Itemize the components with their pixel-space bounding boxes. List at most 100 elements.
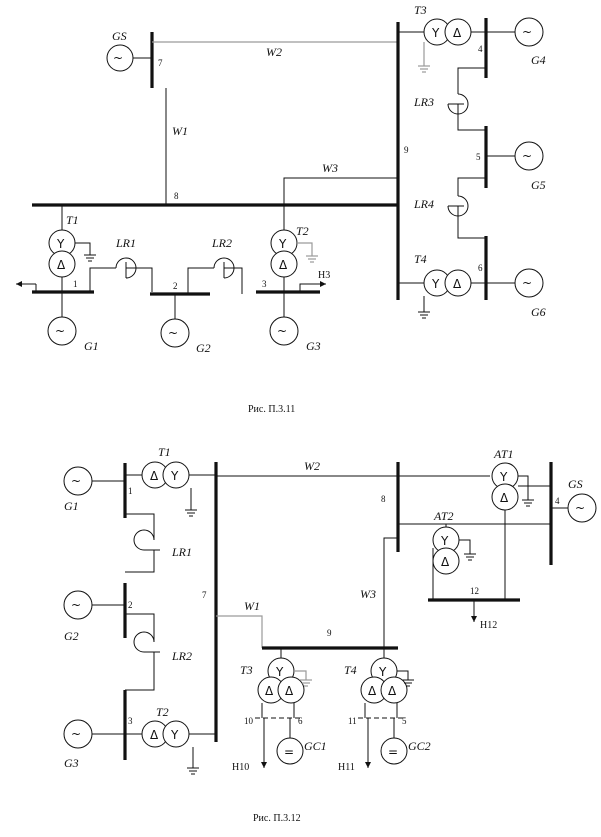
- generator-gs-label: GS: [568, 477, 583, 491]
- transformer-t4-label: T4: [414, 252, 427, 266]
- bus-11-label: 11: [348, 716, 357, 726]
- figure-2-caption: Рис. П.3.12: [253, 813, 301, 824]
- delta-icon: Δ: [453, 26, 462, 40]
- bus-7-label: 7: [158, 58, 163, 68]
- line-w1: [216, 615, 263, 648]
- generator-gs-icon: ~: [575, 501, 585, 515]
- compensator-gc2-label: GC2: [408, 739, 431, 753]
- generator-g4: ~ G4: [486, 17, 546, 67]
- delta-icon: Δ: [453, 277, 462, 291]
- bus-6-label: 6: [478, 263, 483, 273]
- delta-icon: Δ: [265, 684, 274, 698]
- transformer-t2: Y Δ T2: [270, 205, 318, 292]
- generator-g6-label: G6: [531, 305, 546, 319]
- delta-icon: Δ: [500, 491, 509, 505]
- transformer-t2-label: T2: [156, 705, 169, 719]
- generator-g4-icon: ~: [522, 25, 532, 39]
- autotransformer-at2: Y Δ AT2: [398, 509, 551, 600]
- compensator-icon: =: [388, 745, 398, 759]
- autotransformer-at1: Y Δ AT1: [398, 447, 551, 600]
- transformer-t1-label: T1: [158, 445, 171, 459]
- generator-g3: ~ G3: [269, 292, 321, 353]
- line-w3: [383, 537, 398, 648]
- generator-g5-label: G5: [531, 178, 546, 192]
- reactor-lr4-label: LR4: [413, 197, 434, 211]
- load-h10-label: Н10: [232, 762, 249, 773]
- delta-icon: Δ: [150, 728, 159, 742]
- figure-1-caption: Рис. П.3.11: [248, 404, 295, 415]
- delta-icon: Δ: [279, 258, 288, 272]
- bus-12-label: 12: [470, 586, 479, 596]
- load-h11-label: Н11: [338, 762, 355, 773]
- transformer-t4: Y Δ Δ T4 11 5 Н11 = GC2: [338, 648, 431, 773]
- wye-icon: Y: [56, 237, 65, 251]
- wye-icon: Y: [278, 237, 287, 251]
- bus-6-label: 6: [298, 716, 303, 726]
- figure-2: 1 ~ G1 Δ Y T1 7 W2 8 LR1 2 ~: [63, 445, 597, 824]
- generator-g1-label: G1: [84, 339, 99, 353]
- generator-g3: ~ G3: [63, 719, 125, 770]
- generator-gs-label: GS: [112, 29, 127, 43]
- generator-g2-icon: ~: [71, 598, 81, 612]
- line-w2-label: W2: [304, 459, 320, 473]
- bus-8-label: 8: [381, 494, 386, 504]
- transformer-t3-label: T3: [240, 663, 253, 677]
- wye-icon: Y: [499, 470, 508, 484]
- reactor-lr2: LR2: [187, 236, 243, 294]
- transformer-t1: Δ Y T1: [125, 445, 216, 517]
- bus-9-label: 9: [327, 628, 332, 638]
- transformer-t1: Y Δ T1: [48, 205, 96, 292]
- bus-4-label: 4: [478, 44, 483, 54]
- transformer-t1-label: T1: [66, 213, 79, 227]
- delta-icon: Δ: [441, 555, 450, 569]
- generator-g2-label: G2: [196, 341, 211, 355]
- wye-icon: Y: [170, 728, 179, 742]
- bus-4-label: 4: [555, 496, 560, 506]
- wye-icon: Y: [275, 665, 284, 679]
- delta-icon: Δ: [368, 684, 377, 698]
- reactor-lr3: LR3: [413, 67, 486, 131]
- reactor-lr1: LR1: [89, 236, 153, 292]
- bus-8-label: 8: [174, 191, 179, 201]
- line-w1-label: W1: [244, 599, 260, 613]
- bus-9-label: 9: [404, 145, 409, 155]
- wye-icon: Y: [431, 26, 440, 40]
- reactor-lr1-label: LR1: [115, 236, 136, 250]
- generator-g3-label: G3: [306, 339, 321, 353]
- wye-icon: Y: [378, 665, 387, 679]
- wye-icon: Y: [170, 469, 179, 483]
- bus-10-label: 10: [244, 716, 254, 726]
- transformer-t3: Y Δ T3: [398, 3, 486, 73]
- generator-g5-icon: ~: [522, 149, 532, 163]
- bus-2-label: 2: [173, 281, 178, 291]
- delta-icon: Δ: [285, 684, 294, 698]
- generator-g1: ~ G1: [47, 292, 99, 353]
- bus-3-label: 3: [262, 279, 267, 289]
- reactor-lr1: LR1: [125, 513, 192, 573]
- generator-g2: ~ G2: [160, 294, 211, 355]
- bus-1-label: 1: [128, 486, 133, 496]
- wye-icon: Y: [431, 277, 440, 291]
- delta-icon: Δ: [388, 684, 397, 698]
- reactor-lr4: LR4: [413, 177, 486, 239]
- generator-g2: ~ G2: [63, 590, 125, 643]
- load-arrow-h3: [299, 281, 326, 292]
- generator-g1-icon: ~: [71, 474, 81, 488]
- reactor-lr2-label: LR2: [211, 236, 232, 250]
- transformer-t3: Y Δ Δ T3 10 6 Н10 = GC1: [232, 648, 327, 773]
- transformer-t2: Δ Y T2: [125, 705, 216, 775]
- reactor-lr2: LR2: [125, 613, 192, 691]
- transformer-t4: Y Δ T4: [398, 252, 486, 319]
- line-w3: [283, 177, 398, 205]
- compensator-icon: =: [284, 745, 294, 759]
- transformer-t3-label: T3: [414, 3, 427, 17]
- bus-5-label: 5: [402, 716, 407, 726]
- generator-g3-icon: ~: [71, 727, 81, 741]
- compensator-gc1-label: GC1: [304, 739, 327, 753]
- line-w2-label: W2: [266, 45, 282, 59]
- reactor-lr3-label: LR3: [413, 95, 434, 109]
- load-h12-label: Н12: [480, 620, 497, 631]
- generator-g3-label: G3: [64, 756, 79, 770]
- generator-g1-icon: ~: [55, 324, 65, 338]
